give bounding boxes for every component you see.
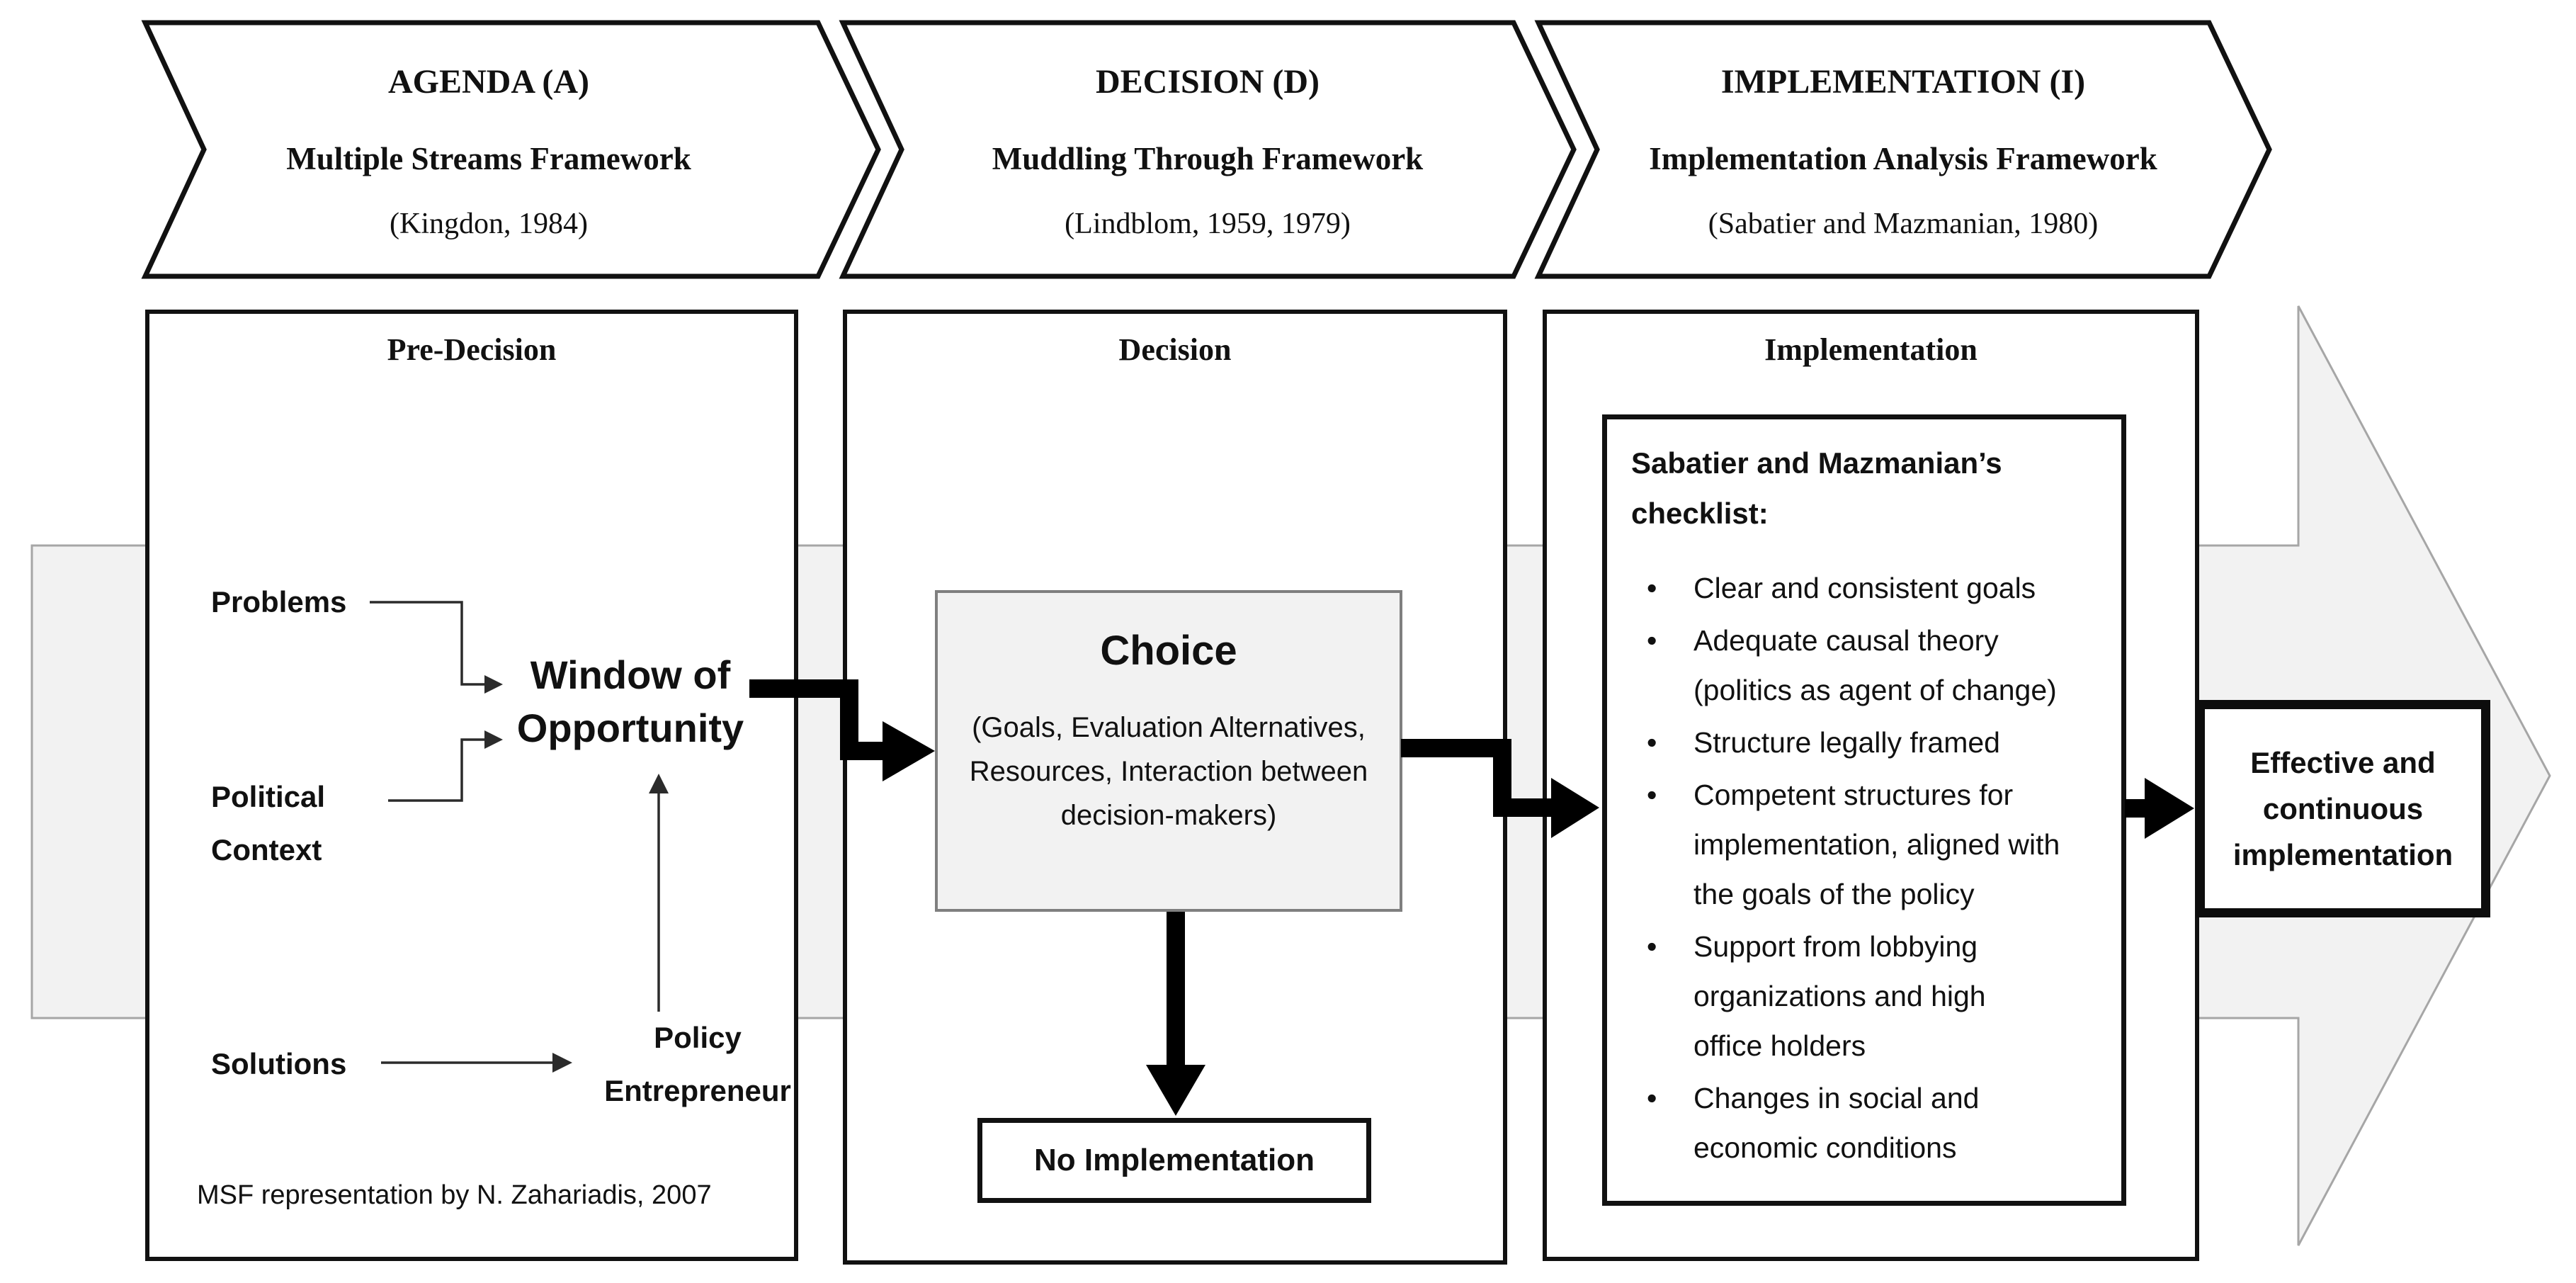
choice-detail: (Goals, Evaluation Alternatives, Resourc… — [938, 706, 1400, 837]
pre-decision-title: Pre-Decision — [387, 332, 557, 367]
chevron-decision-subtitle: Muddling Through Framework — [992, 141, 1424, 176]
chevron-implementation-title: IMPLEMENTATION (I) — [1720, 63, 2086, 101]
choice-box: Choice (Goals, Evaluation Alternatives, … — [935, 590, 1402, 912]
checklist-box: Sabatier and Mazmanian’s checklist: Clea… — [1602, 414, 2126, 1206]
chevron-implementation-citation: (Sabatier and Mazmanian, 1980) — [1708, 208, 2099, 240]
political-context-label: Political Context — [211, 780, 326, 866]
chevron-decision-title: DECISION (D) — [1095, 63, 1320, 101]
problems-label: Problems — [211, 585, 347, 618]
chevron-agenda-subtitle: Multiple Streams Framework — [286, 141, 691, 176]
chevron-agenda-title: AGENDA (A) — [388, 63, 589, 101]
solutions-label: Solutions — [211, 1047, 347, 1080]
checklist-item: Clear and consistent goals — [1631, 563, 2097, 613]
chevron-decision-citation: (Lindblom, 1959, 1979) — [1065, 208, 1351, 240]
decision-title: Decision — [1118, 332, 1232, 367]
msf-note: MSF representation by N. Zahariadis, 200… — [197, 1180, 712, 1210]
checklist-item: Competent structures forimplementation, … — [1631, 770, 2097, 919]
outcome-label: Effective and continuous implementation — [2232, 745, 2453, 872]
window-of-opportunity-label: Window of Opportunity — [516, 652, 744, 751]
implementation-title: Implementation — [1764, 332, 1978, 367]
checklist: Clear and consistent goalsAdequate causa… — [1631, 563, 2097, 1172]
choice-detail-line: (Goals, Evaluation Alternatives, — [972, 712, 1366, 743]
chevron-implementation-subtitle: Implementation Analysis Framework — [1649, 141, 2157, 176]
checklist-title: Sabatier and Mazmanian’s checklist: — [1631, 446, 2002, 531]
checklist-item: Adequate causal theory(politics as agent… — [1631, 616, 2097, 715]
no-implementation-box: No Implementation — [977, 1118, 1371, 1203]
choice-detail-line: Resources, Interaction between — [969, 756, 1368, 787]
checklist-item: Structure legally framed — [1631, 718, 2097, 767]
chevron-agenda-citation: (Kingdon, 1984) — [390, 208, 588, 240]
outcome-box: Effective and continuous implementation — [2196, 700, 2490, 917]
no-implementation-label: No Implementation — [1033, 1143, 1315, 1177]
choice-title: Choice — [1100, 628, 1237, 674]
choice-detail-line: decision-makers) — [1060, 800, 1277, 831]
policy-entrepreneur-label: Policy Entrepreneur — [604, 1021, 791, 1107]
